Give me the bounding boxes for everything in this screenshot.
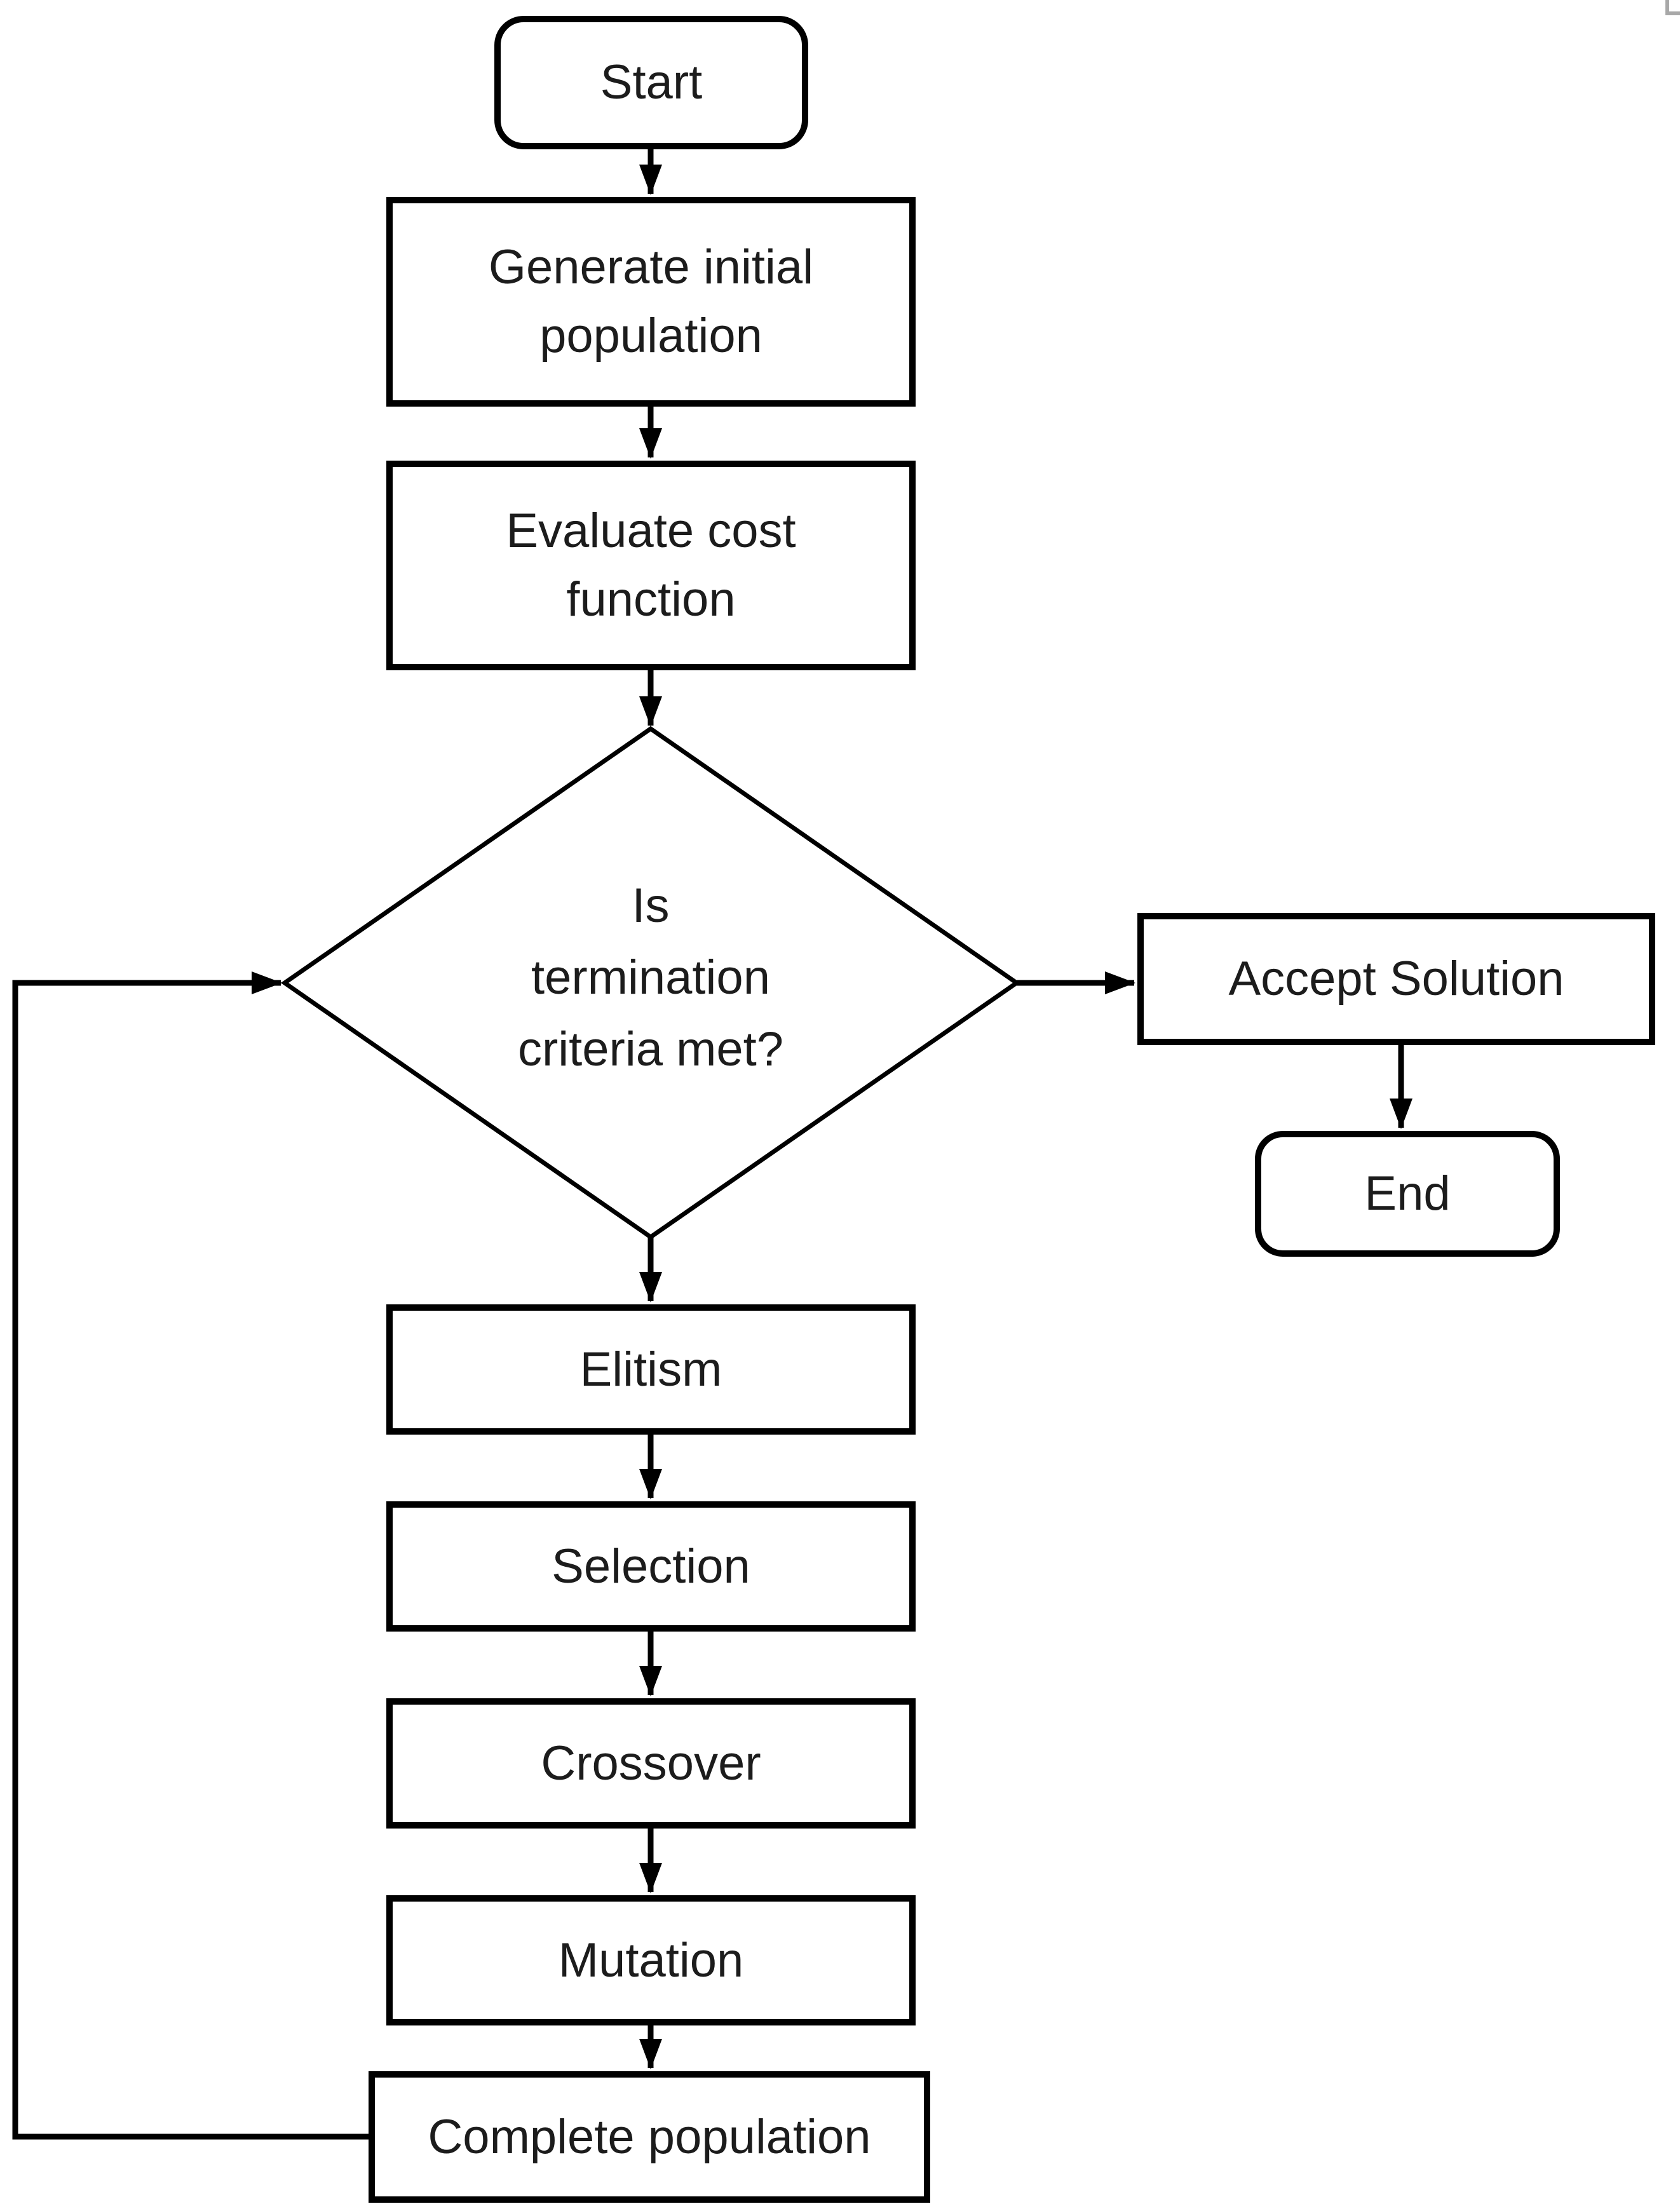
flow-node-elitism: Elitism bbox=[386, 1304, 916, 1435]
flow-node-selection: Selection bbox=[386, 1501, 916, 1632]
arrow-complete-loop-back-to-decision bbox=[12, 971, 369, 2140]
node-label: Mutation bbox=[558, 1933, 744, 1987]
decision-label-line-2: termination bbox=[531, 950, 770, 1004]
node-label: Accept Solution bbox=[1228, 952, 1564, 1006]
flow-node-end: End bbox=[1255, 1131, 1560, 1257]
node-label: Selection bbox=[552, 1539, 750, 1593]
flow-node-termination-decision-label: Is termination criteria met? bbox=[333, 869, 968, 1085]
node-label-line-2: population bbox=[539, 309, 762, 363]
node-label: Complete population bbox=[428, 2109, 871, 2164]
flow-node-mutation: Mutation bbox=[386, 1895, 916, 2025]
flow-node-start: Start bbox=[494, 16, 808, 149]
flow-node-complete-population: Complete population bbox=[369, 2071, 930, 2203]
node-label: Start bbox=[600, 55, 703, 109]
flow-node-evaluate-cost-function: Evaluate cost function bbox=[386, 461, 916, 670]
decision-label-line-1: Is bbox=[632, 878, 670, 933]
node-label: End bbox=[1364, 1166, 1451, 1220]
node-label-line-2: function bbox=[566, 572, 736, 626]
node-label-line-1: Generate initial bbox=[488, 240, 814, 294]
node-label-line-1: Evaluate cost bbox=[506, 504, 796, 558]
flow-node-generate-initial-population: Generate initial population bbox=[386, 197, 916, 407]
node-label: Elitism bbox=[579, 1342, 722, 1396]
flow-node-crossover: Crossover bbox=[386, 1698, 916, 1829]
page-corner-mark bbox=[1665, 0, 1680, 15]
node-label: Crossover bbox=[541, 1736, 761, 1790]
flow-node-accept-solution: Accept Solution bbox=[1137, 913, 1655, 1045]
decision-label-line-3: criteria met? bbox=[517, 1022, 784, 1076]
